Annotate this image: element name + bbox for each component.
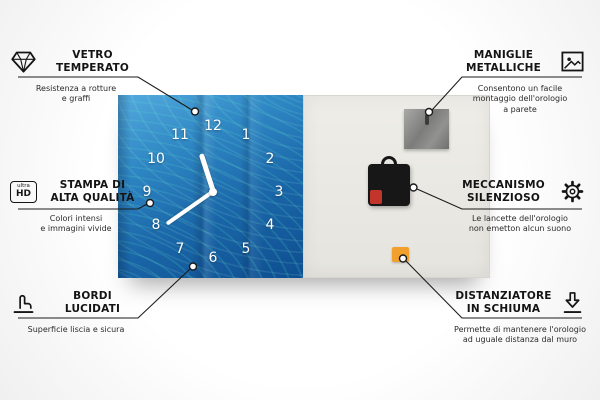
clock-number: 12 [204, 118, 222, 134]
callout-title: MECCANISMO SILENZIOSO [462, 178, 545, 204]
callout-subtitle: Permette di mantenere l'orologio ad ugua… [454, 325, 586, 345]
callout-subtitle: Consentono un facile montaggio dell'orol… [472, 84, 568, 114]
clock-number: 1 [241, 127, 251, 143]
callout-stampa-alta-qualita: ultra HD STAMPA DI ALTA QUALITÀ Colori i… [10, 178, 142, 235]
clock-number: 4 [265, 217, 275, 233]
clock-hour-hand [198, 153, 216, 193]
callout-maniglie-metalliche: MANIGLIE METALLICHE Consentono un facile… [454, 48, 586, 115]
mechanism-hook [381, 156, 397, 166]
clock-center-dot [209, 188, 217, 196]
callout-subtitle: Le lancette dell'orologio non emetton al… [468, 214, 572, 234]
clock-front-view: 1 2 3 4 5 6 7 8 9 10 11 12 [118, 95, 303, 278]
foam-spacer [392, 247, 409, 262]
clock-number: 10 [147, 151, 165, 167]
callout-title: STAMPA DI ALTA QUALITÀ [50, 178, 135, 204]
callout-subtitle: Resistenza a rotture e graffi [35, 84, 117, 104]
callout-distanziatore-schiuma: DISTANZIATORE IN SCHIUMA Permette di man… [454, 289, 586, 346]
gear-icon [559, 178, 586, 205]
clock-number: 2 [265, 151, 275, 167]
hand-icon [10, 289, 37, 316]
clock-back-view [303, 95, 490, 278]
callout-vetro-temperato: VETRO TEMPERATO Resistenza a rotture e g… [10, 48, 142, 105]
clock-number: 8 [151, 217, 161, 233]
callout-title: MANIGLIE METALLICHE [465, 48, 542, 74]
clock-number: 5 [241, 241, 251, 257]
metal-hanger-plate [404, 109, 449, 149]
spacer-arrow-icon [559, 289, 586, 316]
callout-title: DISTANZIATORE IN SCHIUMA [455, 289, 552, 315]
clock-minute-hand [166, 190, 215, 226]
ultra-hd-label-top: ultra [17, 183, 30, 190]
callout-meccanismo-silenzioso: MECCANISMO SILENZIOSO Le lancette dell'o… [454, 178, 586, 235]
clock-number: 11 [171, 127, 189, 143]
callout-title: VETRO TEMPERATO [56, 48, 129, 74]
ultra-hd-icon: ultra HD [10, 178, 37, 205]
callout-subtitle: Colori intensi e immagini vivide [40, 214, 112, 234]
clock-number: 7 [175, 241, 185, 257]
clock-product-image: 1 2 3 4 5 6 7 8 9 10 11 12 [118, 95, 490, 278]
picture-frame-icon [559, 48, 586, 75]
clock-number: 6 [208, 250, 218, 266]
callout-subtitle: Superficie liscia e sicura [27, 325, 125, 334]
diamond-icon [10, 48, 37, 75]
clock-number: 3 [274, 184, 284, 200]
ultra-hd-label-bottom: HD [15, 188, 31, 199]
callout-title: BORDI LUCIDATI [64, 289, 121, 315]
mechanism-battery [370, 190, 382, 204]
callout-bordi-lucidati: BORDI LUCIDATI Superficie liscia e sicur… [10, 289, 142, 335]
clock-mechanism [368, 156, 410, 206]
clock-number: 9 [142, 184, 152, 200]
